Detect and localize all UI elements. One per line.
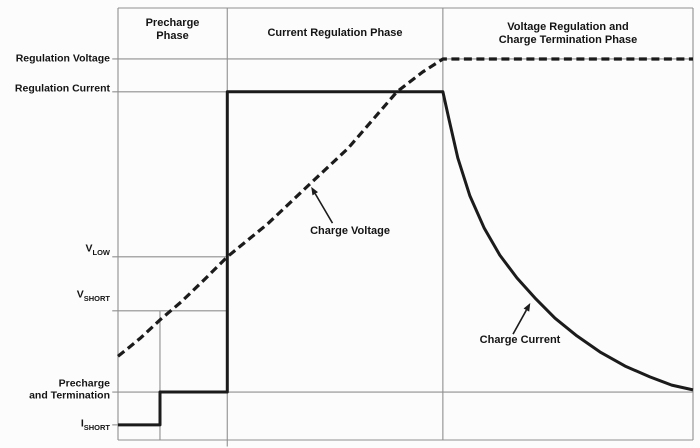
phase-header-line: Precharge <box>145 17 200 29</box>
phase-header-voltage-regulation: Voltage Regulation and Charge Terminatio… <box>443 21 693 46</box>
label-precharge-line: and Termination <box>29 389 110 401</box>
label-precharge-line: Precharge <box>58 377 110 390</box>
label-precharge-termination: Precharge and Termination <box>0 377 110 402</box>
annotation-charge-voltage: Charge Voltage <box>310 225 390 237</box>
phase-header-line: Charge Termination Phase <box>498 33 638 46</box>
label-v-low-subscript: LOW <box>92 247 111 257</box>
phase-header-line: Voltage Regulation and <box>507 21 629 33</box>
annotation-arrow-shaft <box>512 309 528 335</box>
charge-voltage-curve <box>117 57 693 358</box>
label-regulation-voltage: Regulation Voltage <box>15 52 110 65</box>
annotation-arrow-head <box>523 303 531 312</box>
label-i-short-subscript: SHORT <box>83 422 110 432</box>
label-v-low: VLOW <box>0 242 111 259</box>
label-i-short-symbol: I <box>80 417 84 430</box>
label-v-short-symbol: V <box>76 288 84 301</box>
label-v-short: VSHORT <box>0 288 110 305</box>
annotation-charge-current: Charge Current <box>479 334 561 346</box>
annotation-arrow-head <box>311 186 319 196</box>
annotation-arrow-shaft <box>314 193 334 224</box>
label-v-low-symbol: V <box>85 242 93 255</box>
phase-header-line: Current Regulation Phase <box>267 27 403 39</box>
charge-current-curve <box>118 90 694 427</box>
label-v-short-subscript: SHORT <box>83 293 110 303</box>
label-regulation-current: Regulation Current <box>14 82 110 95</box>
phase-header-line: Phase <box>156 29 189 42</box>
phase-header-current-regulation: Current Regulation Phase <box>227 27 443 40</box>
phase-header-precharge: Precharge Phase <box>118 17 227 42</box>
label-i-short: ISHORT <box>0 417 110 434</box>
